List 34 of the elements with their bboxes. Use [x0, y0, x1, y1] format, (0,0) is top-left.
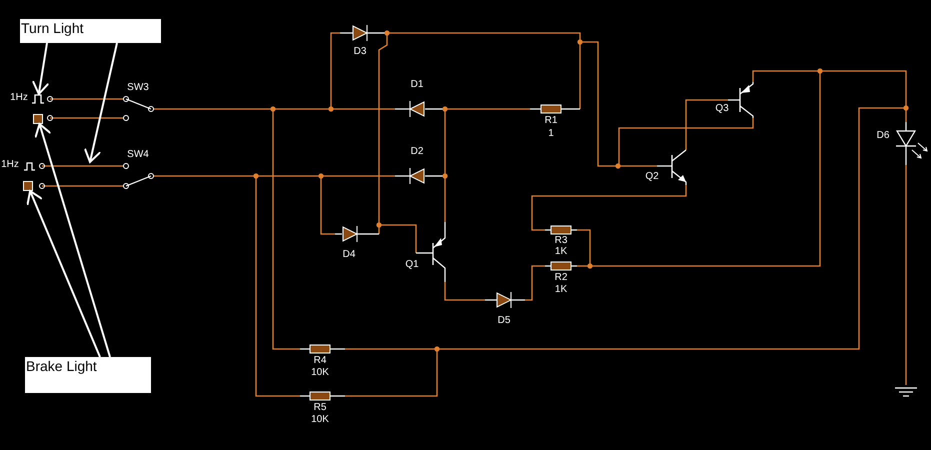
component-label: R2	[554, 273, 568, 283]
component-label: Q3	[715, 104, 729, 114]
leader-arrow	[26, 190, 101, 358]
component-label: D2	[410, 147, 424, 157]
square-wave-icon	[32, 94, 44, 104]
component-label: 10K	[311, 368, 329, 378]
component-label: Q1	[405, 260, 419, 270]
leader-arrow	[84, 42, 118, 163]
leader-arrow	[32, 42, 50, 95]
terminal-square-icon	[33, 114, 43, 124]
component-label: Q2	[645, 172, 659, 182]
component-label: R1	[544, 116, 558, 126]
component-label: R5	[314, 403, 326, 413]
component-label: D1	[410, 80, 424, 90]
terminal-square-icon	[23, 181, 33, 191]
component-label: D5	[498, 316, 510, 326]
component-label: 1K	[554, 285, 568, 295]
callout-box	[25, 357, 151, 393]
callout-box	[20, 19, 161, 43]
component-label: R4	[314, 356, 326, 366]
component-label: D3	[354, 47, 366, 57]
component-label: 1K	[554, 247, 568, 257]
component-label: 1	[548, 129, 554, 139]
component-label: SW3	[127, 83, 149, 93]
component-label: R3	[554, 236, 568, 246]
component-label: D6	[876, 131, 890, 141]
component-label: 1Hz	[10, 93, 28, 103]
component-label: SW4	[127, 150, 149, 160]
component-label: D4	[342, 250, 356, 260]
component-label: 10K	[311, 415, 329, 425]
component-label: 1Hz	[1, 160, 19, 170]
callout-text: Turn Light	[20, 19, 84, 35]
callout-text: Brake Light	[25, 357, 97, 373]
leader-arrow	[34, 123, 111, 358]
